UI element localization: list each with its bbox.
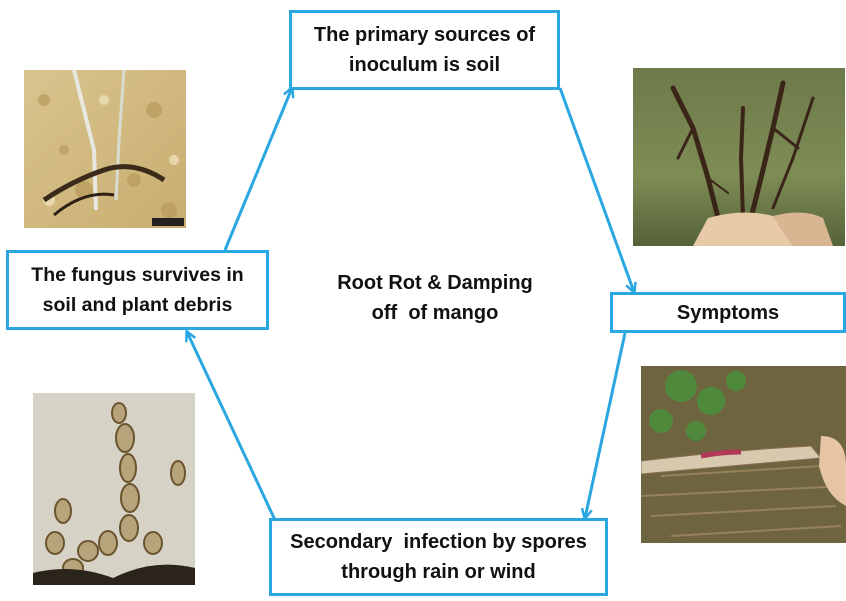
node-symptoms: Symptoms	[610, 292, 846, 333]
node-primary-inoculum: The primary sources of inoculum is soil	[289, 10, 560, 90]
arrow-bottom-to-left	[187, 332, 275, 520]
diagram-title: Root Rot & Damping off of mango	[300, 268, 570, 328]
node-secondary-infection-line-1: Secondary infection by spores	[290, 527, 587, 557]
node-secondary-infection: Secondary infection by spores through ra…	[269, 518, 608, 596]
diagram-title-line-1: Root Rot & Damping	[300, 268, 570, 298]
node-fungus-survival-line-1: The fungus survives in	[31, 260, 243, 290]
node-symptoms-label: Symptoms	[677, 298, 779, 328]
node-secondary-infection-line-2: through rain or wind	[290, 557, 587, 587]
arrow-right-to-bottom	[585, 333, 625, 518]
node-primary-inoculum-line-2: inoculum is soil	[314, 50, 535, 80]
node-fungus-survival: The fungus survives in soil and plant de…	[6, 250, 269, 330]
arrow-left-to-top	[225, 88, 292, 250]
diagram-title-line-2: off of mango	[300, 298, 570, 328]
node-fungus-survival-line-2: soil and plant debris	[31, 290, 243, 320]
arrow-top-to-right	[560, 88, 634, 292]
node-primary-inoculum-line-1: The primary sources of	[314, 20, 535, 50]
